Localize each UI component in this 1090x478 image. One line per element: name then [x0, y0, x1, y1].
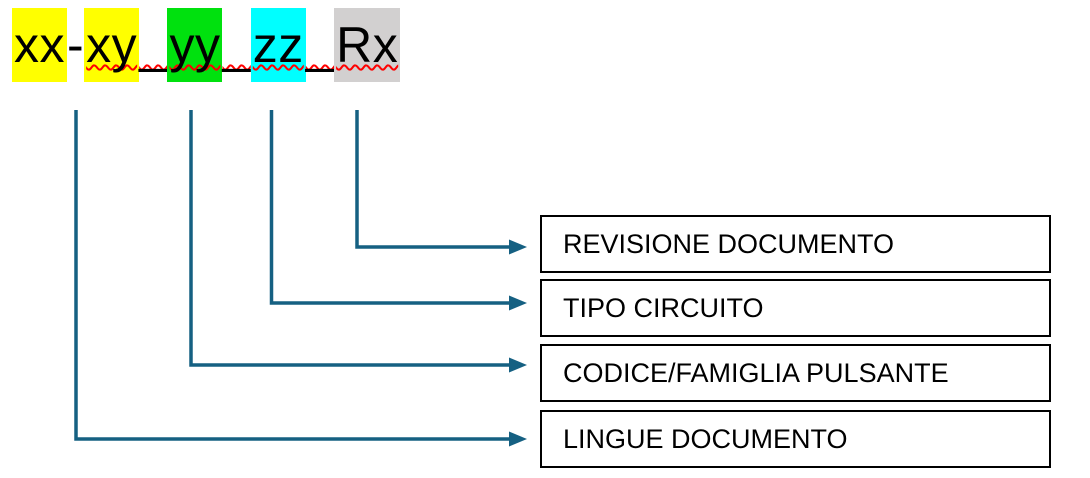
legend-box-revisione-documento: REVISIONE DOCUMENTO — [540, 215, 1051, 273]
code-segment-xy: xy — [84, 8, 140, 82]
arrowhead-lingue — [509, 431, 527, 447]
legend-box-codice-famiglia-pulsante: CODICE/FAMIGLIA PULSANTE — [540, 344, 1051, 402]
code-segment-rx: Rx — [334, 8, 401, 82]
spellcheck-squiggle-group: xy_yy_zz_Rx — [84, 8, 401, 82]
code-segment-underscore-1: _ — [139, 17, 168, 73]
connector-zz-to-tipo-circuito — [269, 110, 509, 305]
document-code: xx-xy_yy_zz_Rx — [12, 0, 401, 90]
code-segment-zz: zz — [250, 8, 306, 82]
connector-yy-to-codice-famiglia — [189, 110, 509, 367]
legend-label-lingue-documento: LINGUE DOCUMENTO — [563, 423, 848, 454]
code-segment-underscore-2: _ — [222, 17, 251, 73]
legend-box-lingue-documento: LINGUE DOCUMENTO — [540, 410, 1051, 468]
legend-box-tipo-circuito: TIPO CIRCUITO — [540, 279, 1051, 337]
code-segment-xx: xx — [12, 8, 67, 82]
legend-label-revisione-documento: REVISIONE DOCUMENTO — [563, 228, 895, 259]
code-segment-hyphen: - — [67, 17, 85, 73]
code-segment-yy: yy — [167, 8, 223, 82]
arrowhead-tipo-circuito — [509, 295, 527, 311]
legend-label-codice-famiglia-pulsante: CODICE/FAMIGLIA PULSANTE — [563, 357, 949, 388]
connector-xxxy-to-lingue — [74, 110, 509, 441]
legend-label-tipo-circuito: TIPO CIRCUITO — [563, 292, 764, 323]
arrowhead-codice-famiglia — [509, 357, 527, 373]
connector-rx-to-revisione — [355, 110, 509, 249]
code-segment-underscore-3: _ — [305, 17, 335, 73]
arrowhead-revisione — [509, 239, 527, 255]
